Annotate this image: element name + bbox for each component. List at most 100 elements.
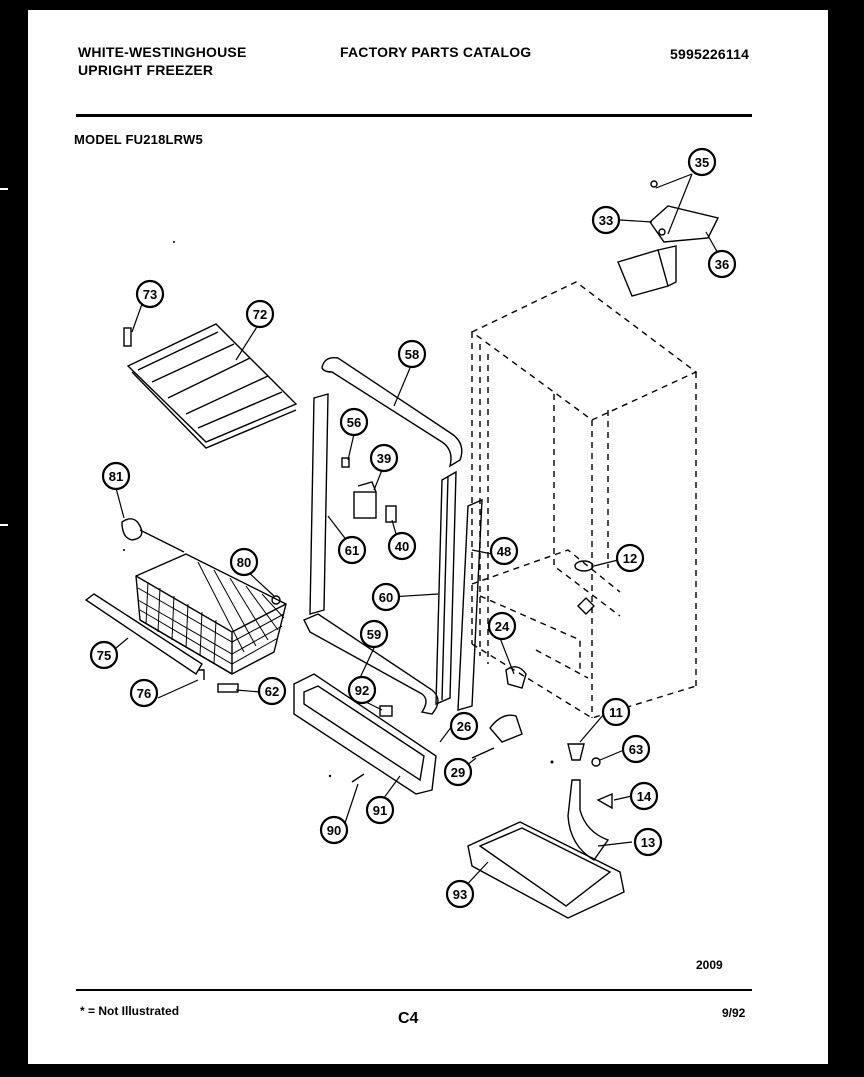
callout-60: 60 [371, 582, 401, 612]
edge-mark [0, 524, 8, 526]
callout-circle [365, 795, 395, 825]
callout-81: 81 [101, 461, 131, 491]
callout-circle [319, 815, 349, 845]
callout-label: 26 [457, 719, 471, 734]
callout-circle [245, 299, 275, 329]
callout-circle [371, 582, 401, 612]
callout-circle [449, 711, 479, 741]
callout-circle [591, 205, 621, 235]
callout-56: 56 [339, 407, 369, 437]
callout-label: 91 [373, 803, 387, 818]
callout-72: 72 [245, 299, 275, 329]
callout-63: 63 [621, 734, 651, 764]
trim-60 [435, 470, 457, 706]
callout-circle [445, 879, 475, 909]
callout-label: 81 [109, 469, 123, 484]
basket-front-75 [84, 593, 203, 675]
callout-26: 26 [449, 711, 479, 741]
callout-29: 29 [443, 757, 473, 787]
callout-90: 90 [319, 815, 349, 845]
screw-29 [471, 747, 495, 759]
callout-label: 61 [345, 543, 359, 558]
revision-date: 9/92 [722, 1006, 746, 1020]
callout-circle [707, 249, 737, 279]
trim-59 [303, 613, 439, 715]
callout-39: 39 [369, 443, 399, 473]
callout-label: 76 [137, 686, 151, 701]
callout-label: 63 [629, 742, 643, 757]
callout-circle [369, 443, 399, 473]
callout-24: 24 [487, 611, 517, 641]
callout-circle [347, 675, 377, 705]
figure-number: 2009 [696, 958, 723, 972]
shelf-cover-72 [126, 323, 298, 449]
callout-48: 48 [489, 536, 519, 566]
fastener-73 [123, 327, 132, 347]
exploded-parts-diagram: 3533367372585639816140481280605924759276… [84, 147, 737, 919]
callout-58: 58 [397, 339, 427, 369]
bracket-40 [385, 505, 397, 523]
callout-circle [89, 640, 119, 670]
footnote: * = Not Illustrated [80, 1004, 180, 1018]
callout-label: 29 [451, 765, 465, 780]
callout-circle [621, 734, 651, 764]
callout-92: 92 [347, 675, 377, 705]
clamp-14 [596, 792, 613, 810]
callout-label: 33 [599, 213, 613, 228]
callout-label: 75 [97, 648, 111, 663]
callout-35: 35 [687, 147, 717, 177]
clip-76 [198, 669, 205, 680]
screw-90 [351, 773, 365, 783]
knob-80 [271, 595, 281, 605]
kickplate-91 [293, 673, 437, 795]
callout-circle [229, 547, 259, 577]
clip-56 [341, 457, 350, 468]
page-number: C4 [398, 1010, 419, 1027]
callout-76: 76 [129, 678, 159, 708]
callout-label: 11 [609, 705, 623, 720]
edge-mark [0, 188, 8, 190]
callout-label: 93 [453, 887, 467, 902]
callout-circle [359, 619, 389, 649]
callout-circle [633, 827, 663, 857]
callout-33: 33 [591, 205, 621, 235]
trim-58 [321, 357, 463, 468]
callout-label: 90 [327, 823, 341, 838]
hanger-81 [121, 518, 185, 553]
callout-label: 24 [495, 619, 510, 634]
callout-circle [337, 535, 367, 565]
drain-pan-93 [467, 821, 625, 919]
callout-label: 62 [265, 684, 279, 699]
callout-93: 93 [445, 879, 475, 909]
callout-circle [339, 407, 369, 437]
brand-line-2: UPRIGHT FREEZER [78, 62, 214, 78]
callout-59: 59 [359, 619, 389, 649]
callout-label: 80 [237, 555, 251, 570]
callout-label: 35 [695, 155, 709, 170]
callout-label: 13 [641, 835, 655, 850]
callout-circle [687, 147, 717, 177]
drain-tube-13 [567, 779, 610, 861]
plug-12 [574, 560, 594, 572]
hinge-cover-36 [617, 249, 669, 297]
callout-label: 59 [367, 627, 381, 642]
callout-circle [489, 536, 519, 566]
specks [123, 241, 554, 778]
screw-63 [591, 757, 601, 767]
callout-label: 40 [395, 539, 409, 554]
callout-13: 13 [633, 827, 663, 857]
callout-73: 73 [135, 279, 165, 309]
callout-circle [601, 697, 631, 727]
callout-circle [101, 461, 131, 491]
callout-label: 14 [637, 789, 652, 804]
post-48 [457, 498, 483, 711]
callout-12: 12 [615, 543, 645, 573]
callout-61: 61 [337, 535, 367, 565]
callout-circle [129, 678, 159, 708]
switch-39 [353, 491, 377, 519]
callout-label: 72 [253, 307, 267, 322]
callout-label: 92 [355, 683, 369, 698]
callout-80: 80 [229, 547, 259, 577]
callout-label: 48 [497, 544, 511, 559]
